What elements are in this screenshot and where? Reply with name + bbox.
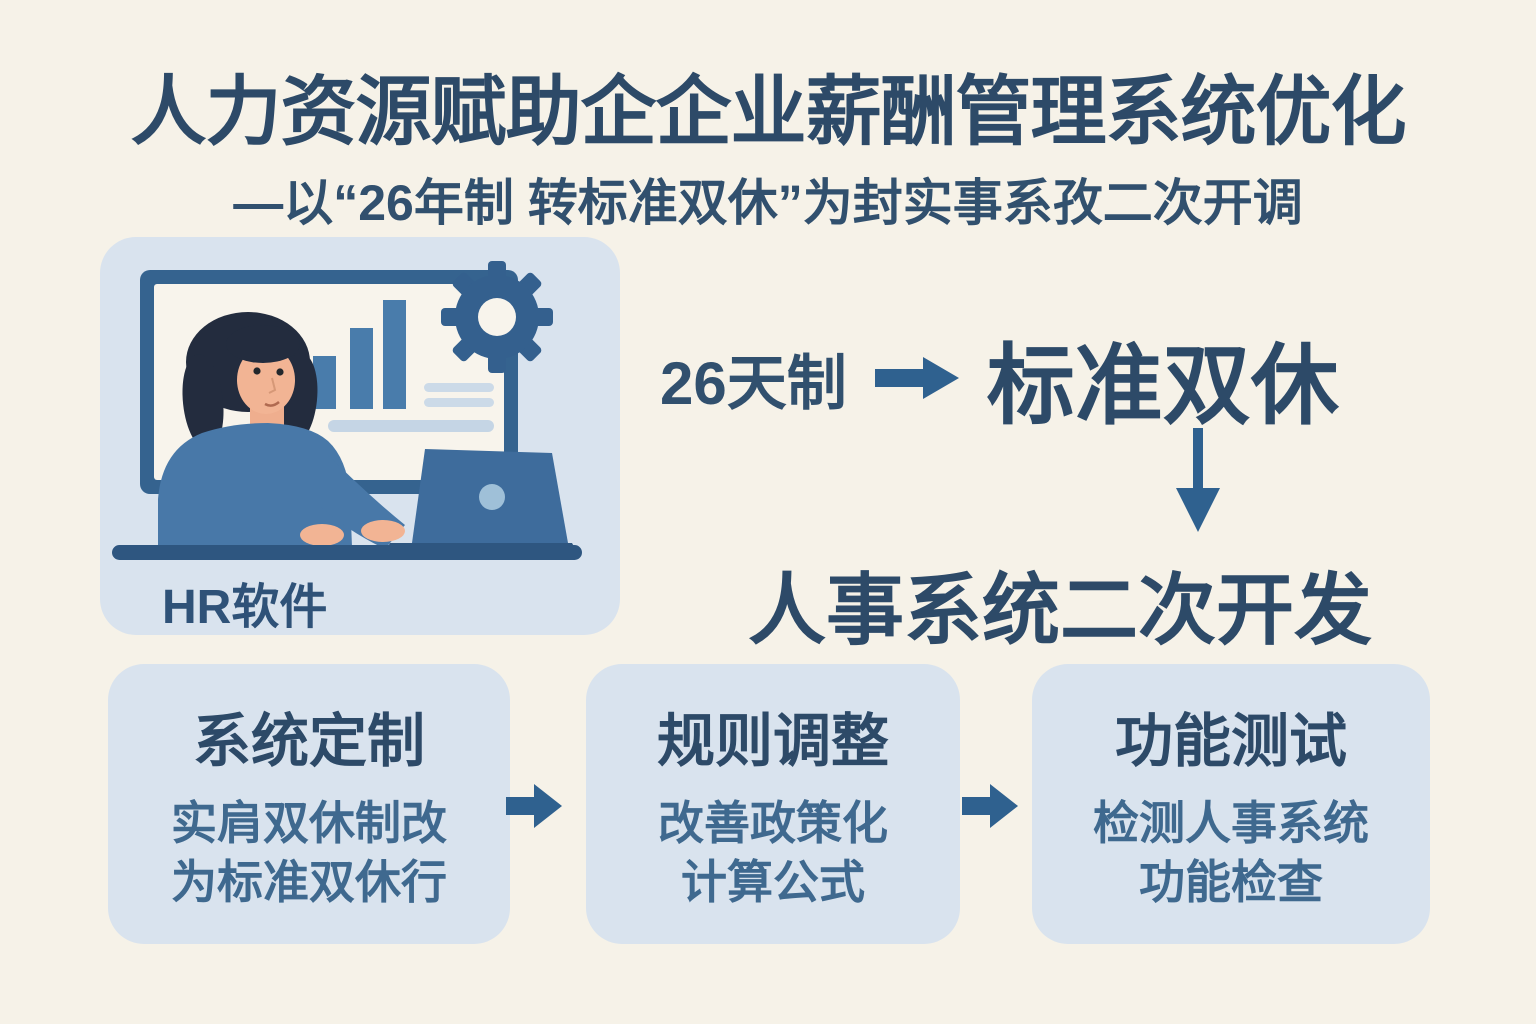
flow-result-text: 人事系统二次开发: [747, 566, 1372, 654]
step-line: 为标准双休行: [171, 855, 447, 908]
flow-row: 26天制 标准双休: [660, 318, 1339, 438]
flow-source-text: 26天制: [660, 349, 847, 417]
hr-software-label: HR软件: [162, 581, 328, 634]
step-box-system-customization: 系统定制 实肩双休制改 为标准双休行: [108, 664, 510, 944]
bar-chart-icon: [313, 300, 494, 432]
step-arrow-icon: [962, 784, 1018, 828]
gear-icon: [441, 261, 553, 373]
hr-software-illustration: [112, 261, 582, 560]
hr-software-card: HR软件: [100, 237, 620, 635]
step-title: 规则调整: [656, 709, 889, 774]
step-line: 检测人事系统: [1093, 797, 1369, 849]
desk-line: [112, 545, 582, 560]
flow-target-text: 标准双休: [986, 335, 1339, 435]
step-box-function-testing: 功能测试 检测人事系统 功能检查: [1032, 664, 1430, 944]
page-subtitle: —以“26年制 转标准双休”为封实事系孜二次开调: [233, 175, 1303, 231]
step-line: 计算公式: [681, 855, 865, 908]
step-line: 改善政策化: [658, 797, 888, 849]
step-line: 实肩双休制改: [171, 797, 447, 849]
step-title: 功能测试: [1114, 709, 1347, 774]
down-arrow-icon: [1176, 428, 1220, 532]
step-line: 功能检查: [1139, 855, 1323, 908]
step-title: 系统定制: [192, 709, 425, 774]
step-arrow-icon: [506, 784, 562, 828]
right-arrow-icon: [874, 357, 959, 399]
step-box-rule-adjustment: 规则调整 改善政策化 计算公式: [586, 664, 960, 944]
page-title: 人力资源赋助企企业薪酬管理系统优化: [130, 70, 1407, 155]
woman-figure: [158, 312, 405, 549]
